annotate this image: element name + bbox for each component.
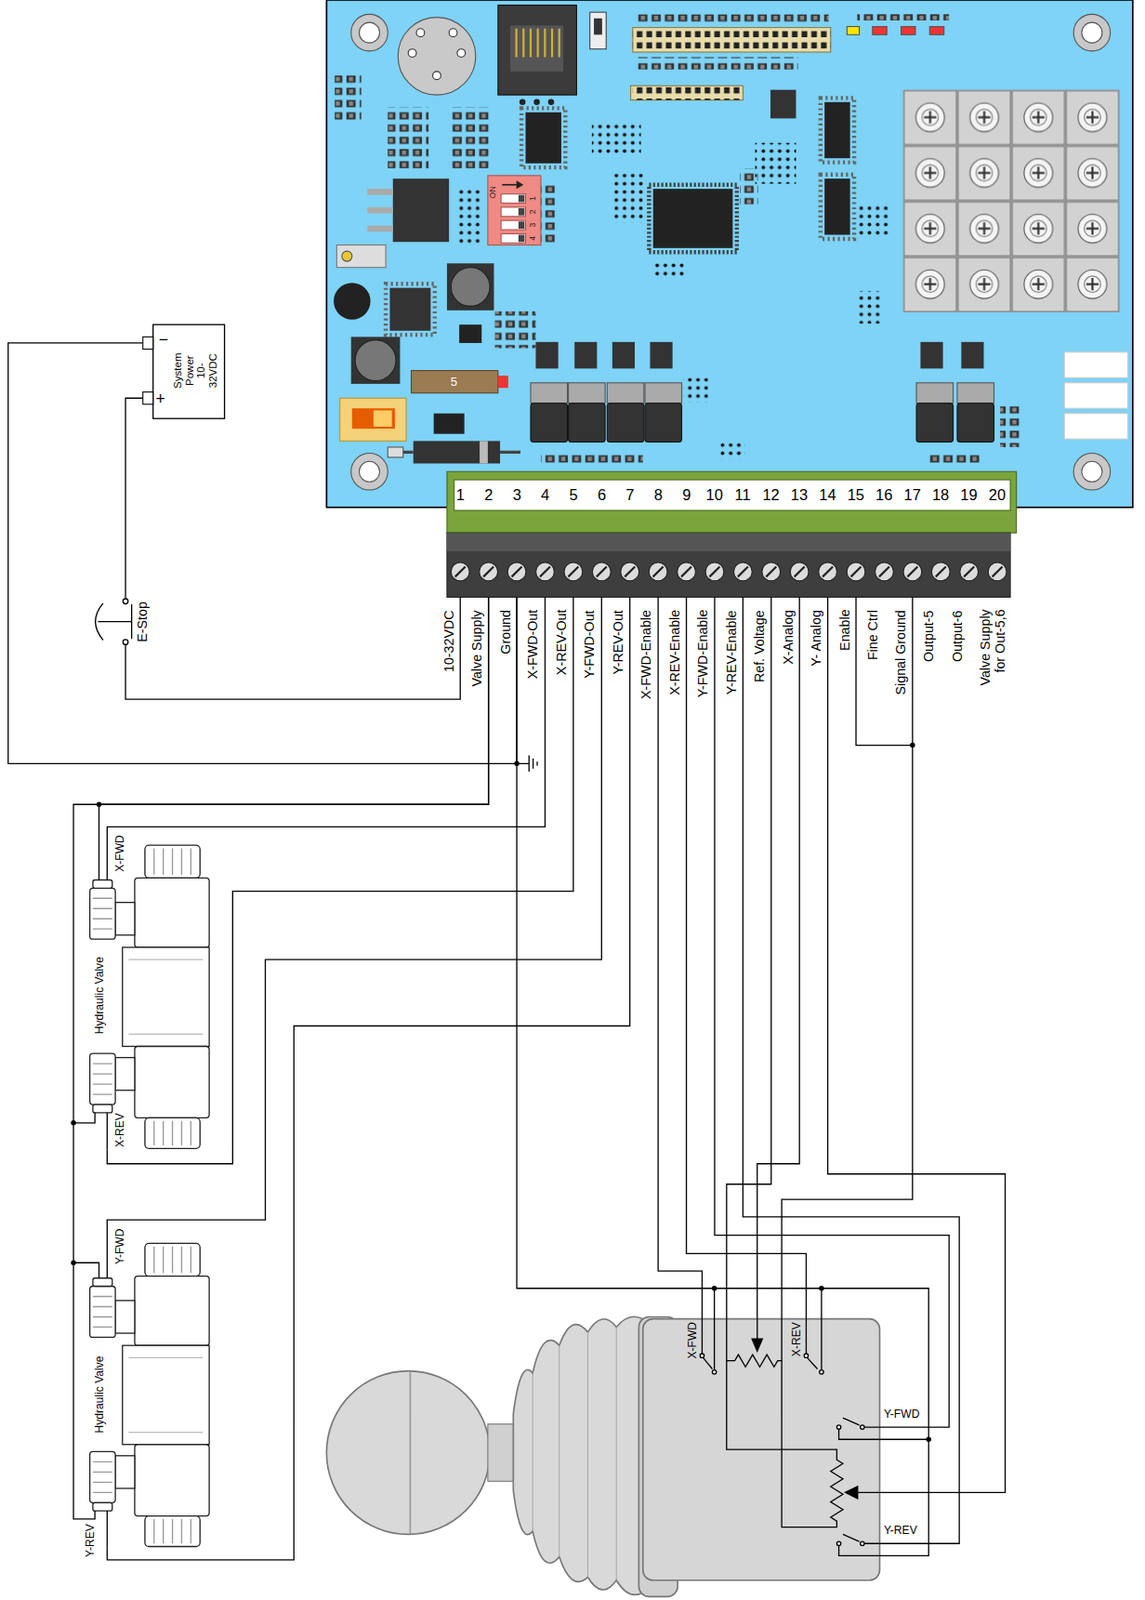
pin-name: Ref. Voltage (752, 609, 768, 683)
power-supply-box: −System Power 10-32VDC + (143, 324, 225, 419)
pin-name: X-FWD-Enable (639, 608, 655, 698)
switch-marking: ON (489, 185, 500, 198)
pin-name: Fine Ctrl (866, 609, 882, 660)
terminal-number: 7 (625, 486, 634, 503)
connector-label: Y-FWD (113, 1227, 126, 1264)
pin-name: X-Analog (781, 608, 797, 664)
wire-connector (106, 596, 545, 843)
terminal-number: 1 (456, 486, 465, 503)
terminal-number: 19 (960, 486, 977, 503)
terminal-number: 10 (706, 486, 724, 503)
terminal-number: 6 (597, 486, 606, 503)
hydraulic-valve: Hydraulic Valve (86, 842, 211, 1149)
terminal-number: 15 (847, 486, 865, 503)
switch-marking: 3 (529, 222, 540, 227)
switch-marking: 2 (529, 209, 540, 214)
pin-name: Valve Supply (470, 609, 486, 686)
wire-connector (714, 596, 949, 1427)
hydraulic-valve: Hydraulic Valve (86, 1270, 211, 1549)
switch-marking: 4 (529, 235, 540, 240)
terminal-number: 18 (932, 486, 949, 503)
pin-name: X-REV-Out (554, 609, 570, 676)
wire-connector (658, 596, 702, 1318)
pin-name: Enable (837, 608, 853, 650)
pin-name: Y-FWD-Out (582, 609, 598, 678)
wire-connector (106, 596, 630, 1559)
wire-connector (757, 596, 800, 1318)
terminal-number: 11 (735, 486, 751, 503)
wire-connector (99, 596, 489, 843)
wire-connector (726, 596, 772, 1318)
terminal-number: 4 (540, 486, 550, 503)
terminal-number: 8 (654, 486, 663, 503)
pin-name: Y- Analog (809, 609, 825, 667)
terminal-number: 13 (790, 486, 808, 503)
terminal-number: 2 (484, 486, 493, 503)
terminal-number: 16 (875, 486, 893, 503)
terminal-number: 3 (513, 486, 522, 503)
terminal-number: 20 (988, 486, 1006, 503)
terminal-block: 1234567891011121314151617181920 (447, 471, 1017, 597)
polarity-sign: − (158, 330, 169, 349)
terminal-number: 5 (568, 486, 578, 503)
joystick-housing: X-FWDX-REVY-FWDY-REV (643, 1318, 881, 1580)
pin-name: Y-REV-Enable (723, 609, 739, 695)
terminal-number: 9 (682, 486, 691, 503)
switch-marking: 1 (529, 195, 540, 200)
connector-label: X-FWD (113, 834, 126, 872)
connector-label: X-REV (113, 1112, 126, 1147)
switch-label: X-FWD (685, 1321, 698, 1359)
terminal-number: 14 (818, 486, 836, 503)
valve-label: Hydraulic Valve (92, 956, 106, 1034)
terminal-number: 17 (904, 486, 922, 503)
connector-label: Y-REV (83, 1523, 96, 1557)
switch-label: Y-FWD (883, 1407, 920, 1420)
supply-label: System Power 10-32VDC (171, 352, 219, 388)
pin-name: Ground (498, 608, 514, 654)
pin-name: Output-5 (921, 609, 937, 662)
wire-connector (8, 342, 517, 764)
wire-connector (125, 397, 461, 699)
wire-connector (106, 596, 574, 1163)
part-marking: 5 (450, 375, 458, 389)
switch-label: X-REV (789, 1321, 803, 1356)
wire-connector (686, 596, 807, 1318)
pin-name: X-FWD-Out (526, 609, 541, 680)
wire-connector (106, 596, 602, 1271)
pin-name: X-REV-Enable (668, 609, 684, 696)
wire-connector (73, 596, 489, 1271)
wire-connector (516, 596, 929, 1439)
wire-connector (781, 596, 913, 1318)
polarity-sign: + (155, 389, 165, 408)
pin-name: Y-REV-Out (611, 609, 627, 674)
part-name: E-Stop (135, 601, 151, 643)
valve-label: Hydraulic Valve (92, 1355, 106, 1433)
terminal-number: 12 (762, 486, 779, 503)
pin-name: 10-32VDC (441, 609, 457, 672)
switch-label: Y-REV (883, 1523, 918, 1536)
wire-connector (742, 596, 960, 1543)
pin-name: Signal Ground (894, 609, 909, 695)
wire-connector (828, 596, 1006, 1492)
pin-name: Output-6 (950, 609, 966, 662)
pin-name: Y-FWD-Enable (696, 609, 711, 698)
pin-name: Valve Supply for Out-5,6 (978, 608, 1008, 696)
